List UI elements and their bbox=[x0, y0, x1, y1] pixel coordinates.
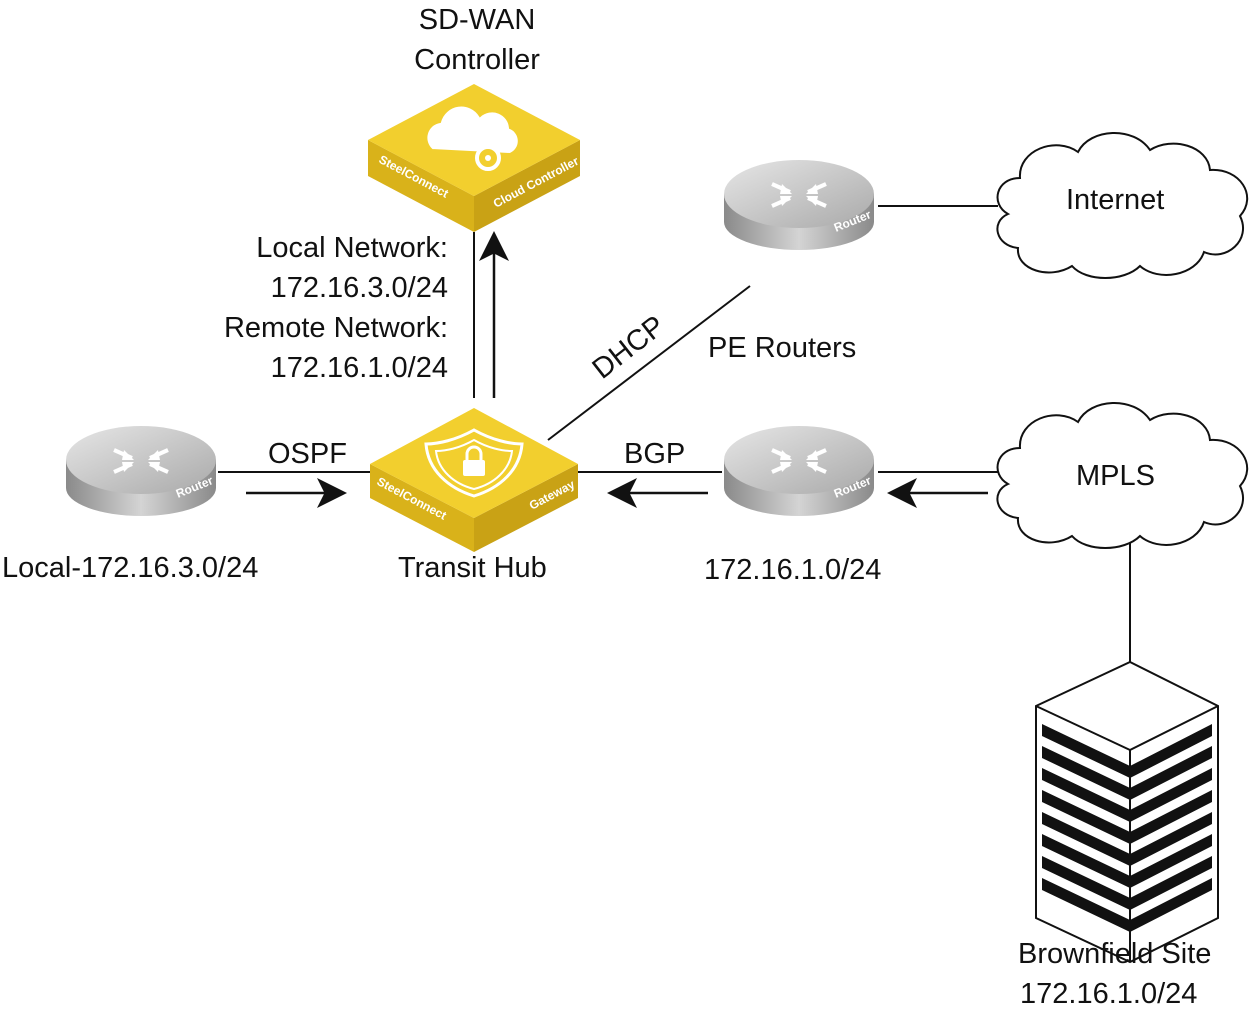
internet-cloud[interactable] bbox=[996, 132, 1249, 279]
local-network-label: Local Network: bbox=[256, 232, 448, 264]
flow-arrows bbox=[246, 231, 988, 508]
controller-title: SD-WAN Controller bbox=[370, 0, 584, 80]
local-router-label: Local-172.16.3.0/24 bbox=[2, 552, 259, 584]
controller-device[interactable]: SteelConnect Cloud Controller bbox=[368, 84, 581, 232]
remote-network-value: 172.16.1.0/24 bbox=[270, 352, 448, 384]
controller-title-line1: SD-WAN bbox=[418, 4, 536, 36]
gateway-device[interactable]: SteelConnect Gateway bbox=[370, 408, 578, 552]
cloud-gear-icon bbox=[425, 104, 520, 171]
dhcp-label: DHCP bbox=[587, 310, 671, 386]
bgp-label: BGP bbox=[624, 438, 686, 470]
brownfield-server-icon[interactable] bbox=[1035, 660, 1219, 964]
mpls-cloud[interactable] bbox=[996, 402, 1249, 549]
brownfield-subnet-label: 172.16.1.0/24 bbox=[1020, 978, 1198, 1010]
local-router[interactable]: Router bbox=[64, 424, 218, 518]
remote-network-label: Remote Network: bbox=[223, 312, 448, 344]
controller-title-line2: Controller bbox=[414, 44, 540, 76]
dhcp-link bbox=[547, 285, 751, 441]
pe-bottom-subnet-label: 172.16.1.0/24 bbox=[704, 554, 882, 586]
transit-hub-label: Transit Hub bbox=[398, 552, 547, 584]
mpls-label: MPLS bbox=[1076, 460, 1155, 492]
pe-router-bottom[interactable]: Router bbox=[722, 424, 876, 518]
pe-routers-label: PE Routers bbox=[708, 332, 857, 364]
internet-label: Internet bbox=[1066, 184, 1165, 216]
shield-lock-icon bbox=[424, 428, 524, 498]
brownfield-site-label: Brownfield Site bbox=[1018, 938, 1212, 970]
ospf-label: OSPF bbox=[268, 438, 347, 470]
local-network-value: 172.16.3.0/24 bbox=[270, 272, 448, 304]
network-info-block: Local Network: 172.16.3.0/24 Remote Netw… bbox=[150, 228, 448, 388]
pe-router-top[interactable]: Router bbox=[722, 158, 876, 252]
connection-lines bbox=[218, 205, 1131, 662]
